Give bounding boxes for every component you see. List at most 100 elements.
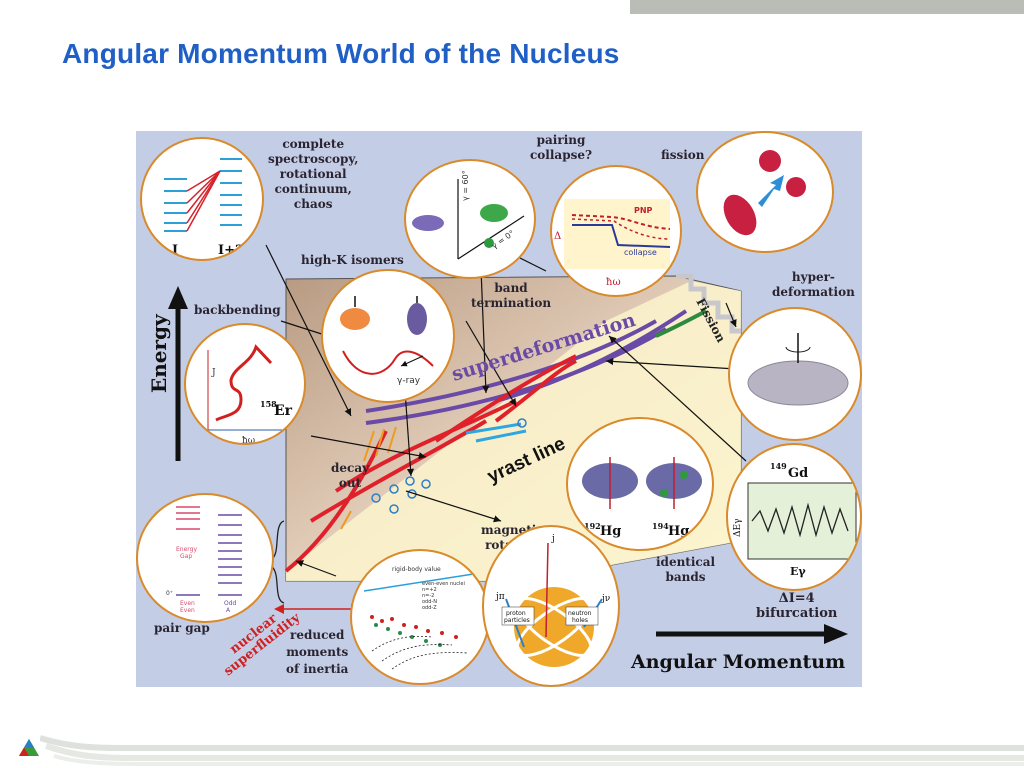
complete-spectroscopy-line-2: spectroscopy,: [268, 152, 359, 166]
high-k-ray-label: γ-ray: [397, 376, 421, 386]
pair-gap-inset: Energy Gap 0⁺ Even Even Odd A: [136, 493, 274, 623]
page-title: Angular Momentum World of the Nucleus: [62, 38, 620, 69]
identical-bands-label: identical bands: [656, 555, 715, 585]
complete-spectroscopy-line-1: complete: [282, 137, 345, 151]
magnetic-rotation-inset: j jπ jν proton particles neutron holes: [482, 525, 620, 687]
gamma60-label: γ = 60°: [461, 170, 470, 201]
hd-band: [655, 309, 707, 338]
pairing-collapse-label: pairing collapse?: [530, 133, 592, 163]
complete-spectroscopy-line-4: continuum,: [274, 182, 352, 196]
even-even-line-1: Even: [180, 600, 195, 607]
hg194-label: Hg: [668, 524, 689, 539]
footer-stripes: [40, 735, 1024, 766]
yrast-band-5: [494, 359, 577, 423]
band-termination-line-2: termination: [471, 296, 552, 310]
band-termination-line-1: band: [494, 281, 528, 295]
top-decorative-bar: [630, 0, 1024, 14]
hyperdeformation-line-1: hyper-: [791, 270, 835, 284]
blue-segment-2: [475, 429, 527, 443]
high-k-inset: γ-ray: [321, 269, 455, 403]
pairing-ylabel: Δ: [554, 231, 561, 242]
bifurcation-graphic: 149 Gd ΔEγ Eγ: [733, 461, 857, 578]
hg192-label: Hg: [600, 524, 621, 539]
backbending-label: backbending: [194, 303, 281, 317]
odd-a-line-2: A: [226, 607, 231, 614]
legend-n-plus-2: n=+2: [422, 587, 437, 593]
magnetic-rotation-graphic: j jπ jν proton particles neutron holes: [495, 534, 610, 667]
even-even-line-2: Even: [180, 607, 195, 614]
legend-odd-n: odd-N: [422, 599, 437, 605]
hyperdeformation-label: hyper- deformation: [772, 270, 855, 300]
pair-gap-graphic: Energy Gap 0⁺ Even Even Odd A: [166, 506, 242, 614]
shape-gamma-inset: γ = 60° γ = 0°: [404, 159, 536, 279]
proton-label-2: particles: [504, 617, 530, 624]
sd-band-1: [365, 319, 657, 413]
argonne-logo-icon: [19, 739, 39, 756]
odd-a-line-1: Odd: [224, 600, 237, 607]
hg192-mass: 192: [584, 521, 601, 531]
nucleus-diagram: yrast line superdeformation Fission Ener…: [136, 131, 862, 687]
jnu-label: jν: [601, 594, 610, 604]
high-k-isomers-label: high-K isomers: [301, 253, 404, 267]
pnp-label: PNP: [634, 206, 653, 215]
magnetic-rotation-states: [371, 418, 527, 514]
yrast-band-3: [334, 399, 517, 493]
angular-momentum-axis-label: Angular Momentum: [630, 651, 845, 673]
gd-mass: 149: [770, 461, 787, 471]
reduced-moments-line-3: of inertia: [286, 662, 349, 676]
blue-segment-1: [465, 422, 522, 435]
jpi-label: jπ: [495, 592, 505, 602]
backbending-mass: 158: [260, 399, 277, 409]
angular-momentum-axis-arrowhead: [824, 624, 848, 644]
legend-n-minus-2: n=-2: [422, 593, 434, 599]
hyperdeformation-inset: [728, 307, 862, 441]
energy-gap-line-2: Gap: [180, 553, 192, 560]
identical-bands-graphic: 192 Hg 194 Hg: [582, 457, 702, 539]
fission-label: fission: [661, 148, 705, 162]
j-vector-label: j: [551, 534, 555, 544]
hyperdeformation-graphic: [747, 333, 849, 406]
pairing-collapse-graphic: Δ PNP collapse ħω: [554, 199, 671, 288]
bifurcation-ylabel: ΔEγ: [733, 519, 743, 537]
hyperdeformation-line-2: deformation: [772, 285, 855, 299]
bifurcation-line-1: ΔI=4: [778, 591, 815, 606]
complete-spectroscopy-line-5: chaos: [293, 197, 333, 211]
zero-plus-label: 0⁺: [166, 590, 173, 597]
decay-out-label: decay out: [331, 461, 369, 491]
moments-inertia-graphic: rigid-body value even-even nuclei n=+2 n…: [363, 566, 481, 670]
backbending-ylabel: J: [211, 368, 216, 378]
spectroscopy-left-label: I: [172, 243, 178, 258]
rigid-body-label: rigid-body value: [392, 566, 441, 573]
identical-bands-line-1: identical: [656, 555, 716, 569]
decay-out-line-2: out: [338, 476, 362, 490]
backbending-xlabel: ħω: [242, 436, 255, 445]
moments-inertia-inset: rigid-body value even-even nuclei n=+2 n…: [350, 549, 490, 685]
neutron-label-2: holes: [572, 617, 588, 624]
gd-label: Gd: [788, 466, 808, 481]
bifurcation-label: ΔI=4 bifurcation: [756, 591, 837, 621]
bifurcation-xlabel: Eγ: [790, 565, 806, 578]
identical-bands-inset: 192 Hg 194 Hg: [566, 417, 714, 551]
fission-graphic: [723, 150, 806, 236]
pair-gap-label: pair gap: [154, 621, 210, 635]
high-k-graphic: γ-ray: [340, 296, 434, 386]
yrast-band-4: [434, 354, 577, 443]
legend-even-even: even-even nuclei: [422, 581, 465, 587]
spectroscopy-inset: I I+2: [140, 137, 264, 261]
complete-spectroscopy-line-3: rotational: [279, 167, 347, 181]
identical-bands-line-2: bands: [665, 570, 706, 584]
pairing-collapse-line-2: collapse?: [530, 148, 593, 162]
pairing-collapse-inset: Δ PNP collapse ħω: [550, 165, 682, 297]
decay-out-line-1: decay: [331, 461, 370, 475]
energy-axis-arrowhead: [168, 286, 188, 309]
pairing-collapse-line-1: pairing: [536, 133, 586, 147]
backbending-inset: J ħω 158 Er: [184, 323, 306, 445]
bifurcation-inset: 149 Gd ΔEγ Eγ: [726, 443, 862, 591]
complete-spectroscopy-label: complete spectroscopy, rotational contin…: [268, 137, 358, 212]
pairing-xlabel: ħω: [606, 277, 621, 288]
neutron-label-1: neutron: [568, 610, 592, 617]
reduced-moments-label: reduced moments of inertia: [286, 627, 348, 678]
reduced-moments-line-2: moments: [286, 645, 349, 659]
shape-gamma-graphic: γ = 60° γ = 0°: [412, 170, 525, 260]
gamma0-label: γ = 0°: [490, 229, 516, 251]
